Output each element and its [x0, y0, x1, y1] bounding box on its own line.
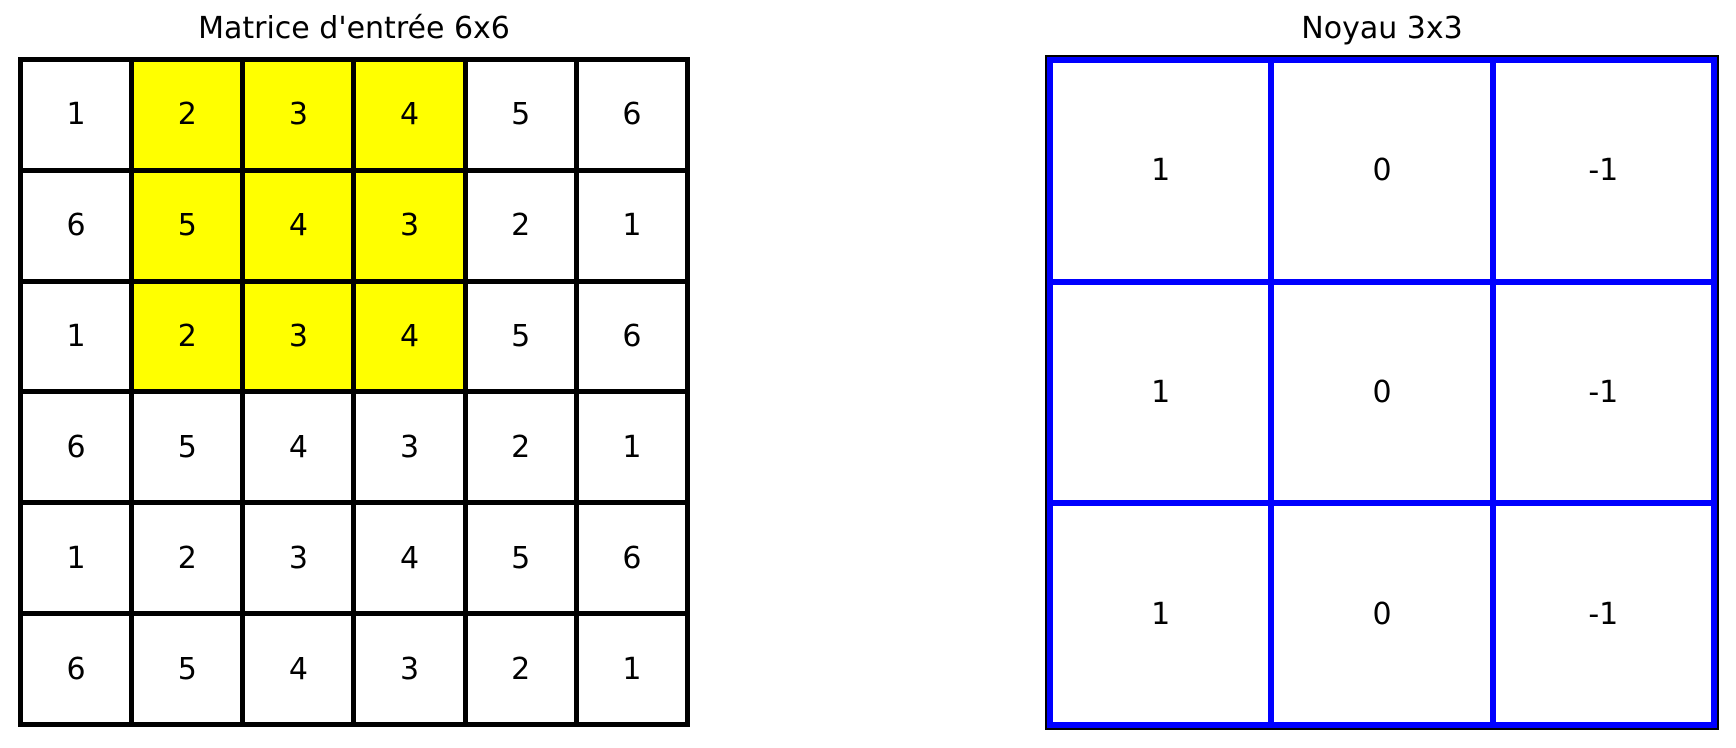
matrix-row: 1 2 3 4 5 6 [17, 278, 691, 395]
matrix-cell: 6 [17, 389, 135, 506]
matrix-cell: 1 [573, 167, 691, 284]
matrix-row: 6 5 4 3 2 1 [17, 611, 691, 727]
matrix-cell: 2 [462, 389, 579, 506]
matrix-cell: 4 [351, 500, 468, 617]
kernel-frame: 1 0 -1 1 0 -1 1 0 -1 [1045, 55, 1719, 730]
matrix-cell: 6 [573, 278, 691, 395]
matrix-cell: 5 [129, 611, 246, 727]
matrix-cell: 2 [462, 167, 579, 284]
input-matrix-table: 1 2 3 4 5 6 6 5 4 3 2 1 1 2 3 4 5 6 [17, 57, 691, 727]
matrix-cell-highlighted: 4 [351, 278, 468, 395]
matrix-cell-highlighted: 5 [129, 167, 246, 284]
kernel-title: Noyau 3x3 [1301, 11, 1463, 46]
matrix-cell-highlighted: 4 [351, 57, 468, 173]
matrix-row: 6 5 4 3 2 1 [17, 389, 691, 506]
matrix-row: 1 2 3 4 5 6 [17, 500, 691, 617]
matrix-cell: 1 [17, 500, 135, 617]
kernel-row: 1 0 -1 [1046, 278, 1718, 507]
kernel-cell: -1 [1489, 57, 1718, 285]
matrix-cell: 3 [240, 500, 357, 617]
matrix-cell: 4 [240, 389, 357, 506]
kernel-cell: 1 [1046, 57, 1275, 285]
matrix-cell: 6 [17, 611, 135, 727]
kernel-cell: 0 [1268, 57, 1496, 285]
matrix-cell-highlighted: 2 [129, 278, 246, 395]
kernel-cell: 0 [1268, 278, 1496, 507]
kernel-cell: -1 [1489, 278, 1718, 507]
matrix-row: 1 2 3 4 5 6 [17, 57, 691, 173]
kernel-cell: -1 [1489, 500, 1718, 728]
matrix-cell: 5 [462, 500, 579, 617]
kernel-table: 1 0 -1 1 0 -1 1 0 -1 [1046, 57, 1718, 728]
matrix-cell: 1 [573, 611, 691, 727]
matrix-cell: 6 [17, 167, 135, 284]
matrix-row: 6 5 4 3 2 1 [17, 167, 691, 284]
matrix-cell: 6 [573, 57, 691, 173]
matrix-cell-highlighted: 4 [240, 167, 357, 284]
kernel-cell: 1 [1046, 500, 1275, 728]
matrix-cell: 5 [462, 57, 579, 173]
matrix-cell-highlighted: 3 [240, 278, 357, 395]
matrix-cell: 3 [351, 611, 468, 727]
kernel-row: 1 0 -1 [1046, 500, 1718, 728]
matrix-cell: 4 [240, 611, 357, 727]
kernel-cell: 0 [1268, 500, 1496, 728]
matrix-cell: 2 [129, 500, 246, 617]
matrix-cell-highlighted: 2 [129, 57, 246, 173]
matrix-cell: 5 [462, 278, 579, 395]
matrix-cell: 1 [17, 278, 135, 395]
kernel-row: 1 0 -1 [1046, 57, 1718, 285]
matrix-cell-highlighted: 3 [351, 167, 468, 284]
matrix-cell-highlighted: 3 [240, 57, 357, 173]
matrix-cell: 1 [17, 57, 135, 173]
matrix-cell: 3 [351, 389, 468, 506]
matrix-cell: 6 [573, 500, 691, 617]
matrix-cell: 1 [573, 389, 691, 506]
input-matrix-title: Matrice d'entrée 6x6 [198, 11, 510, 46]
kernel-cell: 1 [1046, 278, 1275, 507]
matrix-cell: 5 [129, 389, 246, 506]
matrix-cell: 2 [462, 611, 579, 727]
